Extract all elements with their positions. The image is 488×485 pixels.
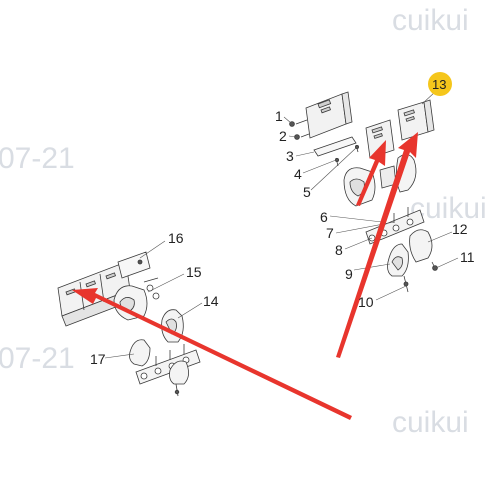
callout-16: 16	[168, 230, 184, 246]
annotation-arrows	[72, 132, 418, 420]
watermark-bottom-right: cuikui	[392, 406, 469, 439]
callout-13: 13	[432, 77, 446, 92]
highlight-badge-circle	[428, 72, 452, 96]
callout-5: 5	[303, 184, 311, 200]
red-arrow-2	[356, 140, 386, 206]
callout-labels: 1 2 3 4 5 6 7 8 9 10 11 12 13 14 15 16 1…	[90, 77, 475, 367]
left-assembly	[57, 251, 201, 397]
highlight-badge	[428, 72, 452, 96]
red-arrow-3	[72, 288, 352, 420]
watermark-lower-left: 07-21	[0, 342, 75, 375]
callout-12: 12	[452, 221, 468, 237]
callout-10: 10	[358, 294, 374, 310]
right-assembly	[289, 91, 438, 293]
callout-17: 17	[90, 351, 106, 367]
callout-2: 2	[279, 128, 287, 144]
callout-9: 9	[345, 266, 353, 282]
callout-14: 14	[203, 293, 219, 309]
callout-1: 1	[275, 108, 283, 124]
callout-6: 6	[320, 209, 328, 225]
callout-15: 15	[186, 264, 202, 280]
watermark-top-right: cuikui	[392, 4, 469, 37]
leader-lines	[104, 91, 459, 359]
watermark-layer: cuikui 07-21 cuikui 07-21 cuikui	[0, 4, 487, 439]
callout-7: 7	[326, 225, 334, 241]
callout-11: 11	[460, 249, 475, 265]
callout-3: 3	[286, 148, 294, 164]
callout-8: 8	[335, 242, 343, 258]
red-arrow-1	[336, 132, 418, 358]
watermark-mid-left: 07-21	[0, 142, 75, 175]
callout-4: 4	[294, 166, 302, 182]
